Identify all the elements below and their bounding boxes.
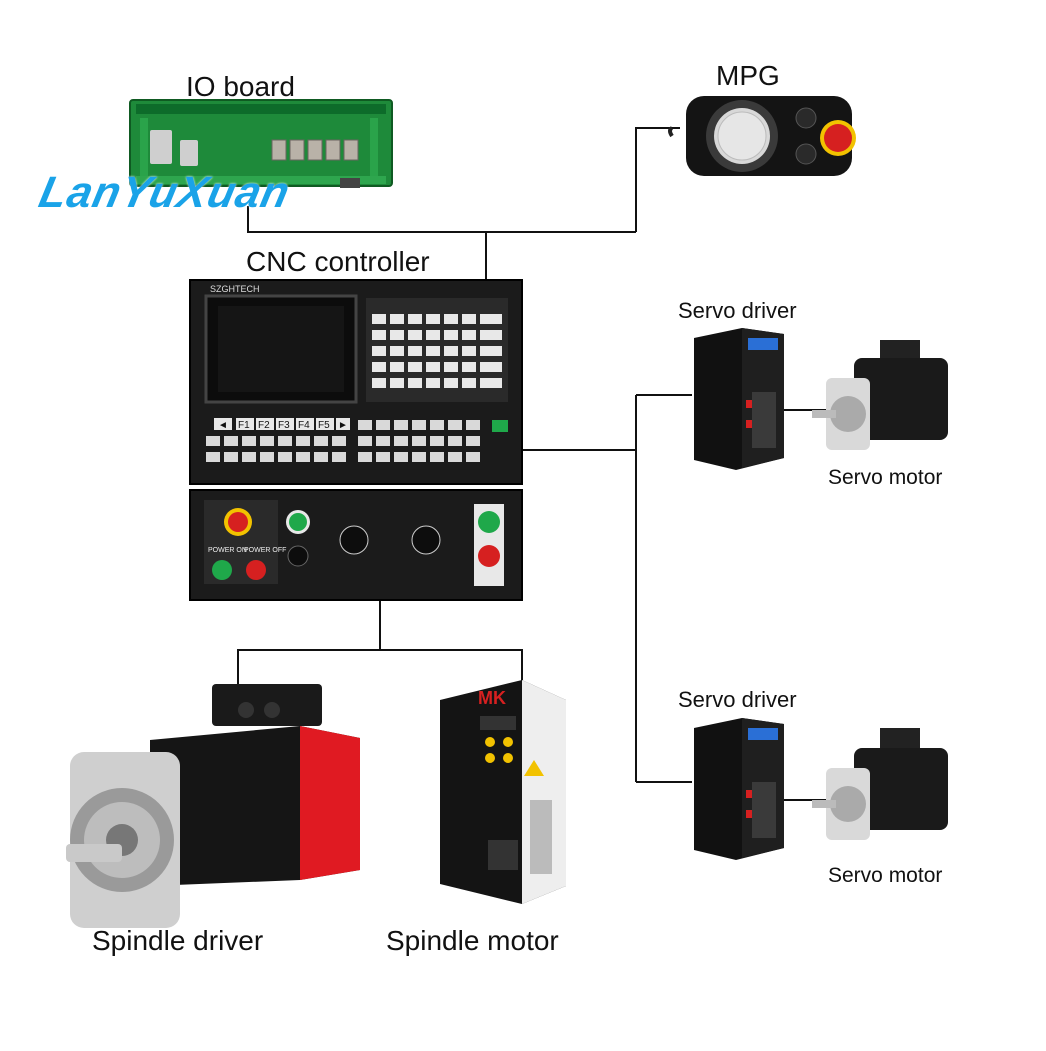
controller-brand: SZGHTECH (210, 284, 260, 294)
servo-driver-top-label: Servo driver (678, 298, 797, 323)
line-spindle-branch-right (380, 649, 523, 690)
servo-driver-bottom-image (694, 718, 784, 860)
power-off-label: POWER OFF (244, 547, 286, 554)
cnc-controller-label: CNC controller (246, 246, 430, 277)
softkey-f4: F4 (298, 420, 310, 431)
servo-motor-top-label: Servo motor (828, 466, 943, 489)
power-on-label: POWER ON (208, 547, 247, 554)
line-controller-to-spindle (237, 600, 381, 690)
softkey-f2: F2 (258, 420, 270, 431)
softkey-prev: ◄ (218, 420, 228, 431)
line-mpg-to-controller (635, 127, 680, 232)
watermark-logo: LanYuXuan (34, 168, 295, 217)
line-io-board-to-controller (247, 206, 636, 233)
softkey-f3: F3 (278, 420, 290, 431)
softkey-next: ► (338, 420, 348, 431)
mpg-image (668, 96, 856, 176)
servo-motor-top-image (812, 340, 948, 450)
spindle-motor-label: Spindle motor (386, 925, 559, 956)
servo-driver-bottom-label: Servo driver (678, 687, 797, 712)
softkey-f5: F5 (318, 420, 330, 431)
spindle-driver-label: Spindle driver (92, 925, 264, 956)
io-board-label: IO board (186, 71, 295, 102)
io-board-image (129, 99, 393, 188)
spindle-red-motor-image (66, 684, 360, 928)
mpg-label: MPG (716, 60, 780, 91)
softkey-f1: F1 (238, 420, 250, 431)
servo-driver-top-image (694, 328, 784, 470)
servo-motor-bottom-image (812, 728, 948, 840)
servo-motor-bottom-label: Servo motor (828, 864, 943, 887)
softkey-row: ◄ F1 F2 F3 F4 F5 ► (214, 418, 350, 431)
cnc-controller-image: SZGHTECH ◄ F1 F2 F3 F4 F5 ► (189, 279, 523, 601)
spindle-box-driver-image: MK (440, 680, 566, 904)
spindle-box-brand: MK (478, 688, 506, 708)
connection-lines (237, 127, 830, 801)
